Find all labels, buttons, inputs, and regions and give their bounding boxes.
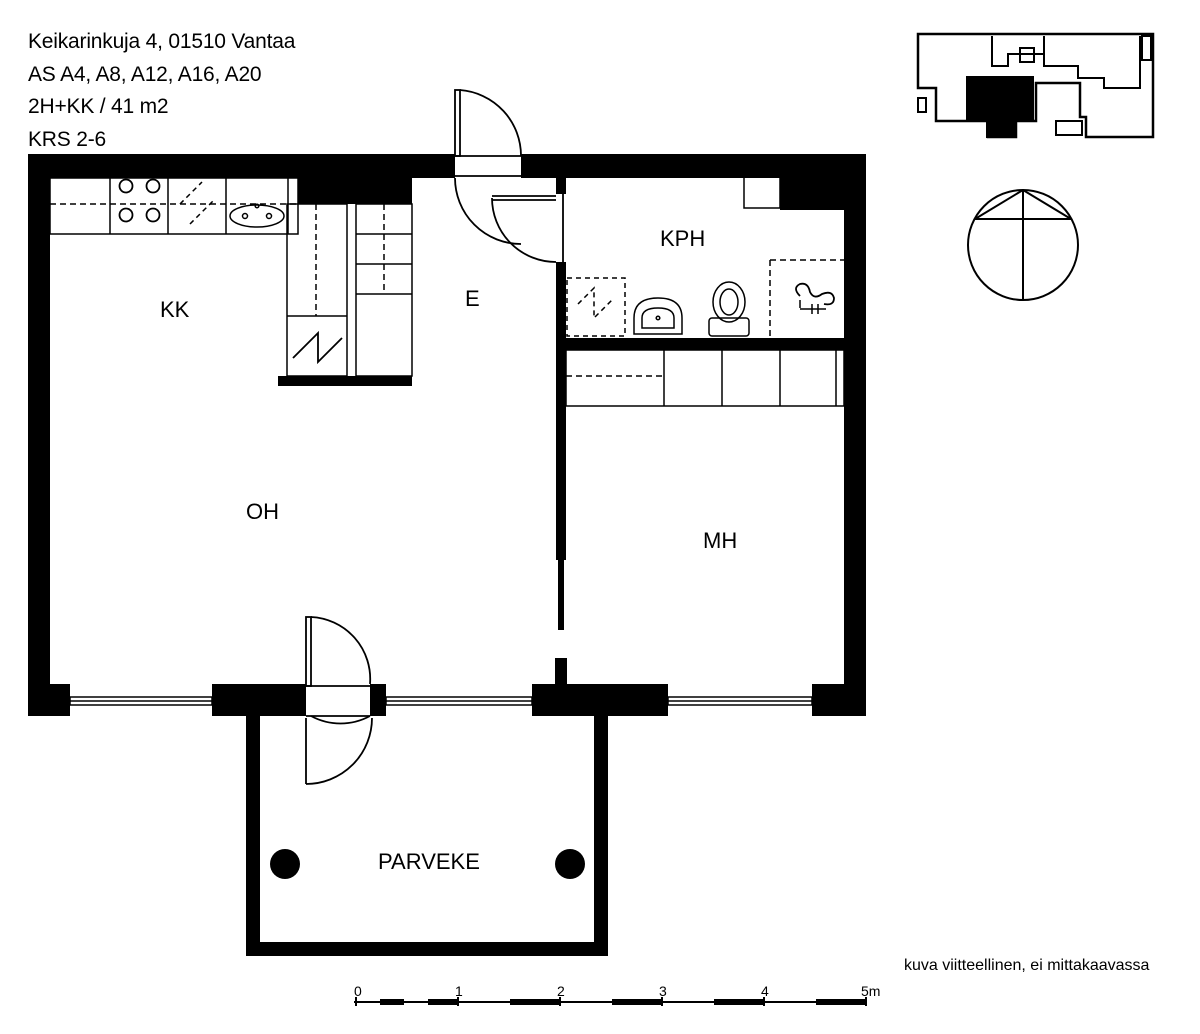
windows: [69, 696, 813, 706]
balcony-door-opening: [306, 684, 370, 716]
key-plan: [916, 32, 1155, 139]
bathroom-fixtures: [566, 175, 844, 337]
scale-tick-4: 4: [761, 983, 769, 999]
bathroom-door: [491, 194, 566, 263]
wardrobe-right: [355, 203, 413, 377]
kitchen-sink: [229, 203, 285, 228]
scale-bar: 0 1 2 3 4 5m: [354, 983, 880, 1006]
plan-header: Keikarinkuja 4, 01510 Vantaa AS A4, A8, …: [28, 26, 295, 156]
scale-tick-0: 0: [354, 983, 362, 999]
room-label-kitchen: KK: [160, 297, 190, 322]
entrance-door: [454, 89, 522, 177]
balcony-door: [305, 616, 373, 785]
window-living-left: [69, 696, 213, 706]
washbasin: [633, 297, 683, 335]
scale-tick-1: 1: [455, 983, 463, 999]
room-label-entrance: E: [465, 286, 480, 311]
dishwasher-symbol: [179, 181, 215, 225]
floors-text: KRS 2-6: [28, 127, 106, 151]
address-text: Keikarinkuja 4, 01510 Vantaa: [28, 30, 296, 53]
room-label-bathroom: KPH: [660, 226, 705, 251]
kitchen-counter: [49, 177, 299, 235]
scale-tick-2: 2: [557, 983, 565, 999]
key-plan-apartment-highlight: [966, 76, 1034, 120]
stove-hotplates: [118, 178, 161, 223]
balcony: [246, 716, 608, 956]
disclaimer-text: kuva viitteellinen, ei mittakaavassa: [904, 957, 1150, 974]
shower-head-icon: [795, 282, 835, 314]
bathroom-cabinet: [743, 175, 781, 209]
room-label-living-room: OH: [246, 499, 279, 524]
bathroom-washer-symbol: [566, 277, 626, 337]
north-arrow-icon: [967, 189, 1079, 301]
entrance-inner-arc: [454, 177, 522, 245]
apartment-numbers-text: AS A4, A8, A12, A16, A20: [28, 62, 262, 86]
balcony-column-left: [270, 849, 300, 879]
scale-tick-5: 5m: [861, 983, 880, 999]
window-living-right: [385, 696, 533, 706]
scale-tick-3: 3: [659, 983, 667, 999]
toilet: [708, 281, 750, 337]
outer-walls: [28, 154, 866, 716]
wardrobe-left: [286, 203, 348, 377]
bedroom-wardrobes: [565, 349, 845, 407]
inner-walls: [278, 176, 846, 686]
balcony-column-right: [555, 849, 585, 879]
room-label-balcony: PARVEKE: [378, 849, 480, 874]
shower-area: [769, 259, 844, 336]
apartment-type-size-text: 2H+KK / 41 m2: [28, 95, 169, 118]
window-bedroom: [667, 696, 813, 706]
room-label-bedroom: MH: [703, 528, 737, 553]
